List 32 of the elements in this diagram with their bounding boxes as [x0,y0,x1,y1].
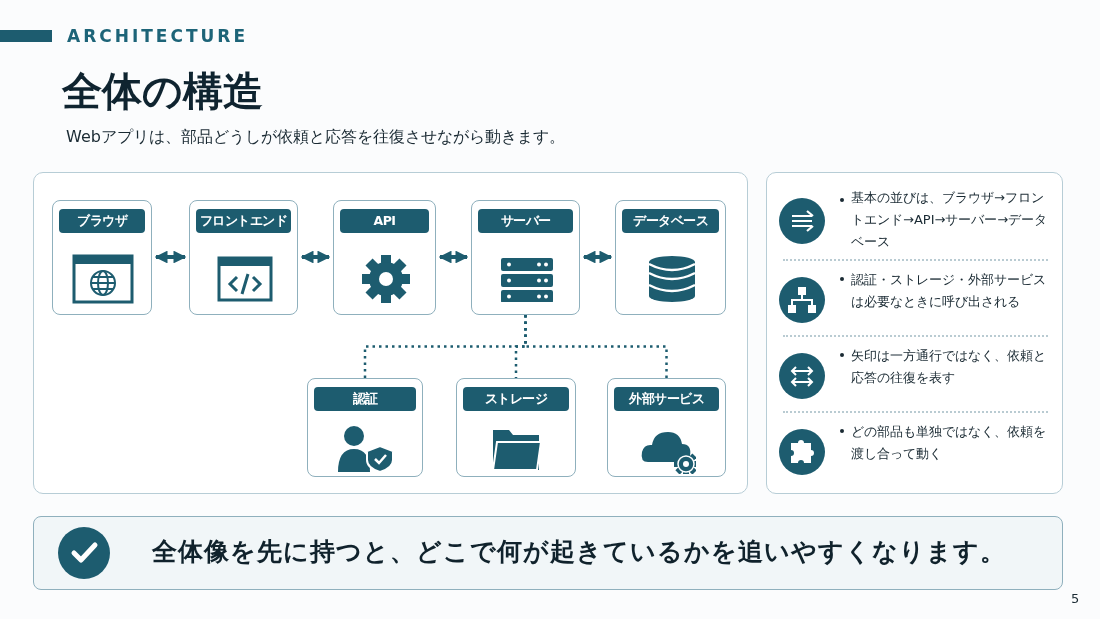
header-label: 認証 [314,387,416,411]
note-text: 矢印は一方通行ではなく、依頼と応答の往復を表す [851,347,1047,387]
note-text: どの部品も単独ではなく、依頼を渡し合って動く [851,423,1047,463]
header-label: 外部サービス [614,387,719,411]
double-arrow [438,250,469,264]
header-label: ブラウザ [59,209,145,233]
summary-text: 全体像を先に持つと、どこで何が起きているかを追いやすくなります。 [152,536,1006,568]
header-label: API [340,209,429,233]
note-text: 基本の並びは、ブラウザ→フロントエンド→API→サーバー→データベース [851,189,1049,251]
component-box [607,378,726,477]
double-arrow [300,250,331,264]
component-box [456,378,576,477]
note-text: 認証・ストレージ・外部サービスは必要なときに呼び出される [851,271,1047,311]
page-number: 5 [1071,591,1080,606]
component-box [189,200,298,315]
component-box [471,200,580,315]
component-box [615,200,726,315]
notes-panel [766,172,1063,494]
section-label: ARCHITECTURE [67,26,249,46]
component-box [307,378,423,477]
component-box [333,200,436,315]
dotted-connector [524,315,668,378]
header-label: データベース [622,209,719,233]
double-arrow [582,250,613,264]
component-box [52,200,152,315]
header-label: サーバー [478,209,573,233]
slide-title: 全体の構造 [62,67,263,116]
double-arrow [154,250,187,264]
summary-banner [33,516,1063,590]
header-label: ストレージ [463,387,569,411]
header-label: フロントエンド [196,209,291,233]
subtitle: Webアプリは、部品どうしが依頼と応答を往復させながら動きます。 [66,127,565,148]
